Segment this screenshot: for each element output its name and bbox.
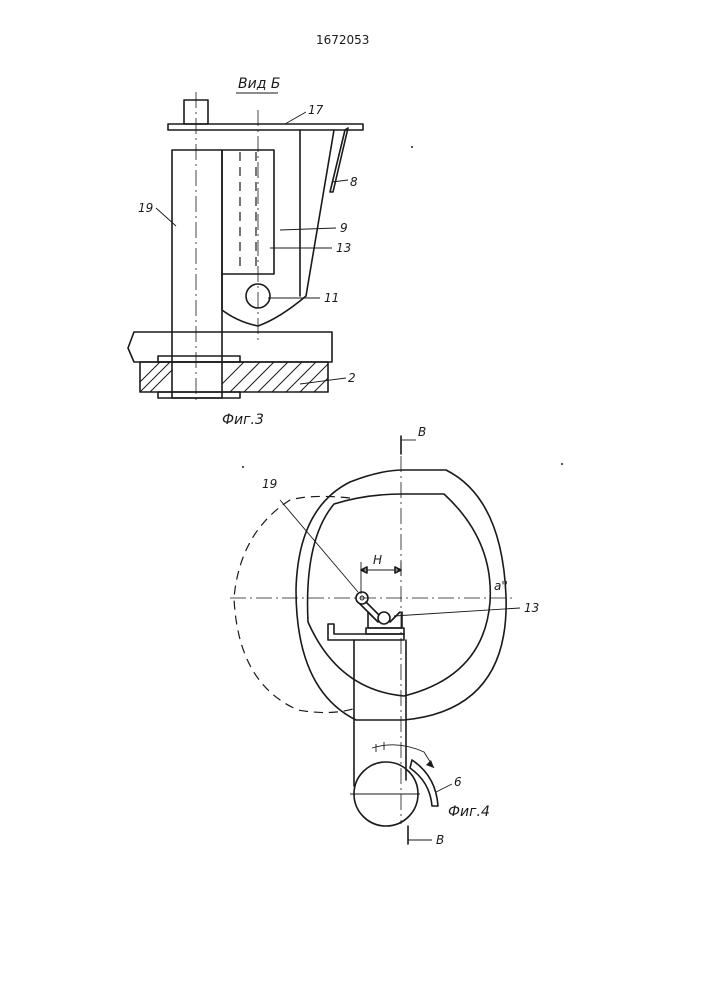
label-11: 11	[324, 291, 339, 305]
label-17: 17	[308, 103, 324, 117]
part-2-hatching	[140, 362, 328, 392]
fig3-caption: Фиг.3	[222, 412, 264, 428]
label-13-fig4: 13	[524, 601, 539, 615]
rod-19	[172, 150, 222, 398]
label-19-fig4: 19	[262, 477, 277, 491]
label-a: a''	[494, 579, 508, 593]
figure-4: В В H	[230, 425, 539, 847]
bar-17	[168, 124, 363, 130]
label-6: 6	[454, 775, 462, 789]
rotation-arrow	[372, 745, 434, 768]
label-8: 8	[350, 175, 358, 189]
dashed-position-circle	[234, 496, 356, 712]
dimension-H: H	[373, 553, 382, 567]
washer-top	[158, 356, 240, 362]
fig3-view-title: Вид Б	[238, 76, 280, 92]
section-mark-bottom: В	[436, 833, 444, 847]
inner-contour	[308, 494, 491, 696]
block-13	[222, 150, 274, 274]
label-19: 19	[138, 201, 153, 215]
patent-number: 1672053	[316, 33, 369, 47]
label-2: 2	[348, 371, 356, 385]
washer-bottom	[158, 392, 240, 398]
label-9: 9	[340, 221, 348, 235]
label-13: 13	[336, 241, 351, 255]
fig4-caption: Фиг.4	[448, 804, 490, 820]
bracket-13	[368, 612, 402, 628]
roller-13	[378, 612, 390, 624]
section-mark-top: В	[418, 425, 426, 439]
body-9	[222, 130, 334, 326]
figure-3: Вид Б	[128, 76, 363, 428]
